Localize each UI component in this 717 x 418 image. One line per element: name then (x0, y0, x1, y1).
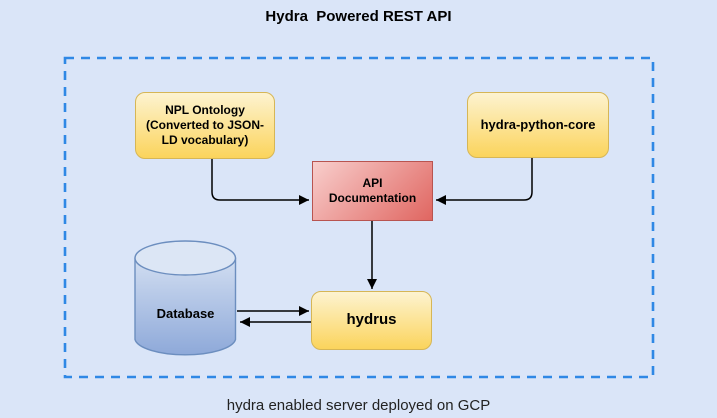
node-hydrus[interactable]: hydrus (311, 291, 432, 350)
node-hydra-python-core-label: hydra-python-core (480, 116, 596, 132)
diagram-caption: hydra enabled server deployed on GCP (226, 397, 491, 414)
node-database-label: Database (156, 306, 215, 321)
connector-npl-to-apidoc (211, 159, 309, 205)
node-hydrus-label: hydrus (346, 311, 397, 329)
connector-hpc-to-apidoc (436, 158, 533, 205)
node-hydra-python-core[interactable]: hydra-python-core (467, 92, 609, 158)
database-cylinder-icon[interactable] (134, 240, 237, 358)
diagram-title: Hydra Powered REST API (265, 8, 452, 25)
node-api-documentation-label: API Documentation (328, 176, 417, 205)
node-npl-ontology[interactable]: NPL Ontology (Converted to JSON- LD voca… (135, 92, 275, 159)
node-npl-ontology-label: NPL Ontology (Converted to JSON- LD voca… (145, 103, 264, 147)
node-api-documentation[interactable]: API Documentation (312, 161, 433, 221)
dashed-boundary (63, 56, 655, 379)
